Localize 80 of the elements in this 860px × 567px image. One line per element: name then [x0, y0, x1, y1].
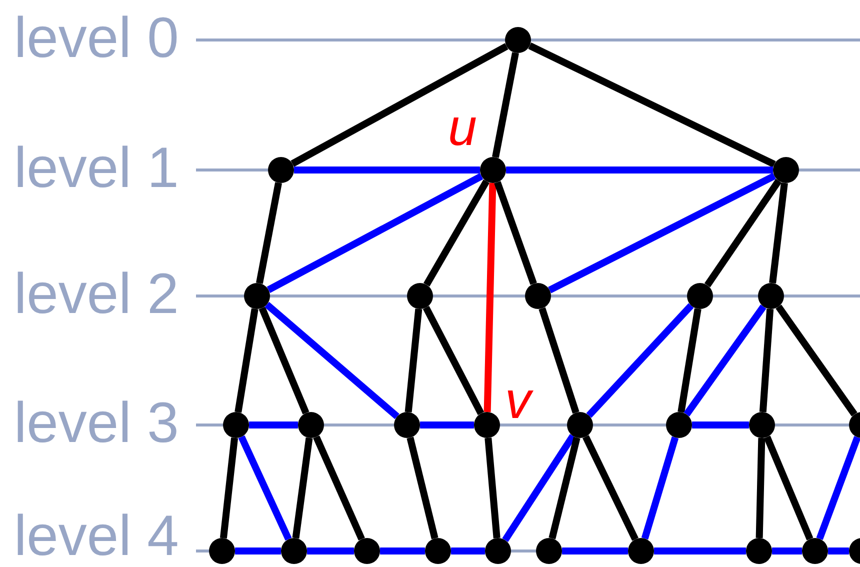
graph-edge [249, 422, 298, 428]
graph-edge [548, 172, 776, 294]
graph-edge [266, 173, 484, 293]
vertex-label: u [448, 102, 477, 154]
graph-edge [678, 308, 702, 413]
graph-vertex [407, 283, 433, 309]
vertex-label: v [505, 375, 531, 427]
graph-edge [816, 436, 860, 540]
graph-vertex [802, 538, 828, 564]
graph-edge [307, 548, 354, 554]
graph-edge [502, 434, 576, 542]
graph-edge [494, 181, 537, 285]
graph-vertex [758, 283, 784, 309]
graph-edge [704, 178, 782, 288]
graph-vertex [209, 538, 235, 564]
graph-edge [290, 43, 508, 167]
graph-vertex [567, 412, 593, 438]
graph-vertex [746, 538, 772, 564]
level-label: level 0 [14, 10, 179, 67]
graph-edge [235, 548, 281, 554]
level-label: level 2 [14, 266, 179, 323]
graph-vertex [268, 157, 294, 183]
graph-edge [451, 548, 485, 554]
graph-vertex [525, 283, 551, 309]
graph-vertex [223, 412, 249, 438]
graph-edge [548, 436, 580, 540]
graph-vertex [298, 412, 324, 438]
graph-edge [528, 42, 776, 168]
graph-edge [538, 307, 580, 414]
graph-vertex [773, 157, 799, 183]
graph-vertex [281, 538, 307, 564]
graph-edge [654, 548, 746, 554]
level-label: level 1 [14, 140, 179, 197]
graph-vertex [666, 412, 692, 438]
graph-vertex [354, 538, 380, 564]
graph-edge [772, 548, 802, 554]
graph-edge [220, 438, 238, 538]
graph-edge [484, 182, 496, 412]
graph-vertex [425, 538, 451, 564]
graph-edge [776, 304, 858, 416]
graph-edge [586, 303, 694, 418]
graph-edge [380, 548, 425, 554]
graph-edge [692, 422, 749, 428]
graph-edge [756, 438, 766, 538]
graph-vertex [474, 412, 500, 438]
graph-vertex [480, 157, 506, 183]
graph-vertex [394, 412, 420, 438]
graph-edge [264, 302, 400, 420]
graph-vertex [687, 283, 713, 309]
graph-edge [423, 180, 490, 286]
graph-edge [492, 52, 519, 158]
graph-edge [294, 166, 480, 174]
level-label: level 3 [14, 395, 179, 452]
graph-edge [484, 438, 500, 538]
graph-edge [422, 306, 484, 416]
graph-vertex [749, 412, 775, 438]
graph-edge [684, 304, 766, 416]
graph-edge [238, 435, 292, 541]
graph-vertex [628, 538, 654, 564]
graph-edge [769, 182, 788, 284]
graph-edge [292, 437, 313, 539]
graph-edge [234, 308, 258, 413]
graph-vertex [485, 538, 511, 564]
graph-edge [582, 435, 638, 541]
level-label: level 4 [14, 508, 179, 565]
graph-edge [313, 435, 365, 541]
graph-vertex [244, 283, 270, 309]
graph-edge [420, 422, 474, 428]
graph-edge [828, 548, 849, 554]
graph-vertex [536, 538, 562, 564]
graph-vertex [505, 27, 531, 53]
graph-edge [258, 306, 310, 414]
graph-edge [759, 308, 774, 412]
graph-edge [506, 166, 773, 174]
graph-edge [256, 182, 282, 284]
graph-edge [641, 436, 679, 540]
graph-edge [562, 548, 628, 554]
graph-edge [764, 436, 814, 540]
graph-edge [406, 436, 438, 540]
graph-edge [404, 308, 422, 412]
